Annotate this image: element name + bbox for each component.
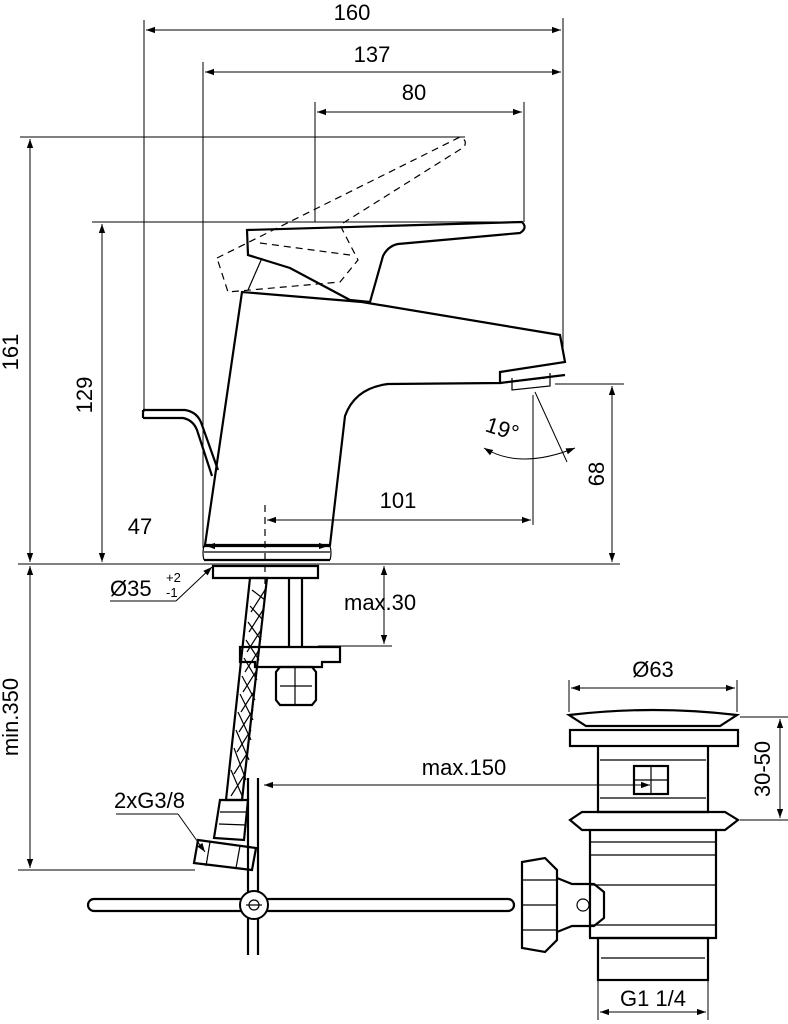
dimension-max150: max.150 xyxy=(264,755,650,789)
dimension-68: 68 xyxy=(555,383,624,562)
dia63-label: Ø63 xyxy=(632,657,674,682)
lever-handle-raised xyxy=(216,136,466,293)
lever-handle xyxy=(245,220,526,304)
max150-label: max.150 xyxy=(422,755,506,780)
dimension-dia35: Ø35 +2 -1 xyxy=(110,566,213,602)
dimension-137-label: 137 xyxy=(354,42,391,67)
dimension-160-label: 160 xyxy=(334,0,371,25)
dimension-160: 160 xyxy=(143,0,564,412)
dimension-max30: max.30 xyxy=(318,566,416,647)
dimension-min350: min.350 xyxy=(0,566,195,871)
g114-label: G1 1/4 xyxy=(620,986,686,1011)
min350-label: min.350 xyxy=(0,678,23,756)
dimension-g114: G1 1/4 xyxy=(597,980,709,1020)
dimension-80-label: 80 xyxy=(402,80,426,105)
max30-label: max.30 xyxy=(344,590,416,615)
range-30-50-label: 30-50 xyxy=(750,741,775,797)
g38-label: 2xG3/8 xyxy=(114,788,185,813)
dimension-g38: 2xG3/8 xyxy=(114,788,206,853)
dimension-129-label: 129 xyxy=(72,377,97,414)
pop-up-rod xyxy=(141,408,220,477)
dimension-101: 101 xyxy=(267,395,534,525)
dimension-161-label: 161 xyxy=(0,334,23,371)
hose-connector xyxy=(192,798,258,872)
dimension-68-label: 68 xyxy=(584,462,609,486)
dimension-30-50: 30-50 xyxy=(740,716,788,821)
dimension-80: 80 xyxy=(314,80,525,222)
dimension-angle-19: 19° xyxy=(483,391,576,463)
dimension-101-label: 101 xyxy=(380,488,417,513)
dimension-47-label: 47 xyxy=(128,514,152,539)
dimension-161: 161 xyxy=(0,136,465,562)
dimension-dia63: Ø63 xyxy=(568,657,738,712)
dia35-tol-plus: +2 xyxy=(166,570,181,585)
dimension-47: 47 xyxy=(128,514,328,550)
mounting-hardware xyxy=(211,564,342,707)
dimension-137: 137 xyxy=(202,42,561,548)
braided-hose xyxy=(224,576,269,802)
dia35-label: Ø35 xyxy=(110,576,152,601)
pop-up-linkage xyxy=(86,778,516,955)
drain-waste xyxy=(520,708,741,982)
angle-label: 19° xyxy=(483,412,522,446)
dia35-tol-minus: -1 xyxy=(166,585,178,600)
dimension-129: 129 xyxy=(72,221,522,562)
